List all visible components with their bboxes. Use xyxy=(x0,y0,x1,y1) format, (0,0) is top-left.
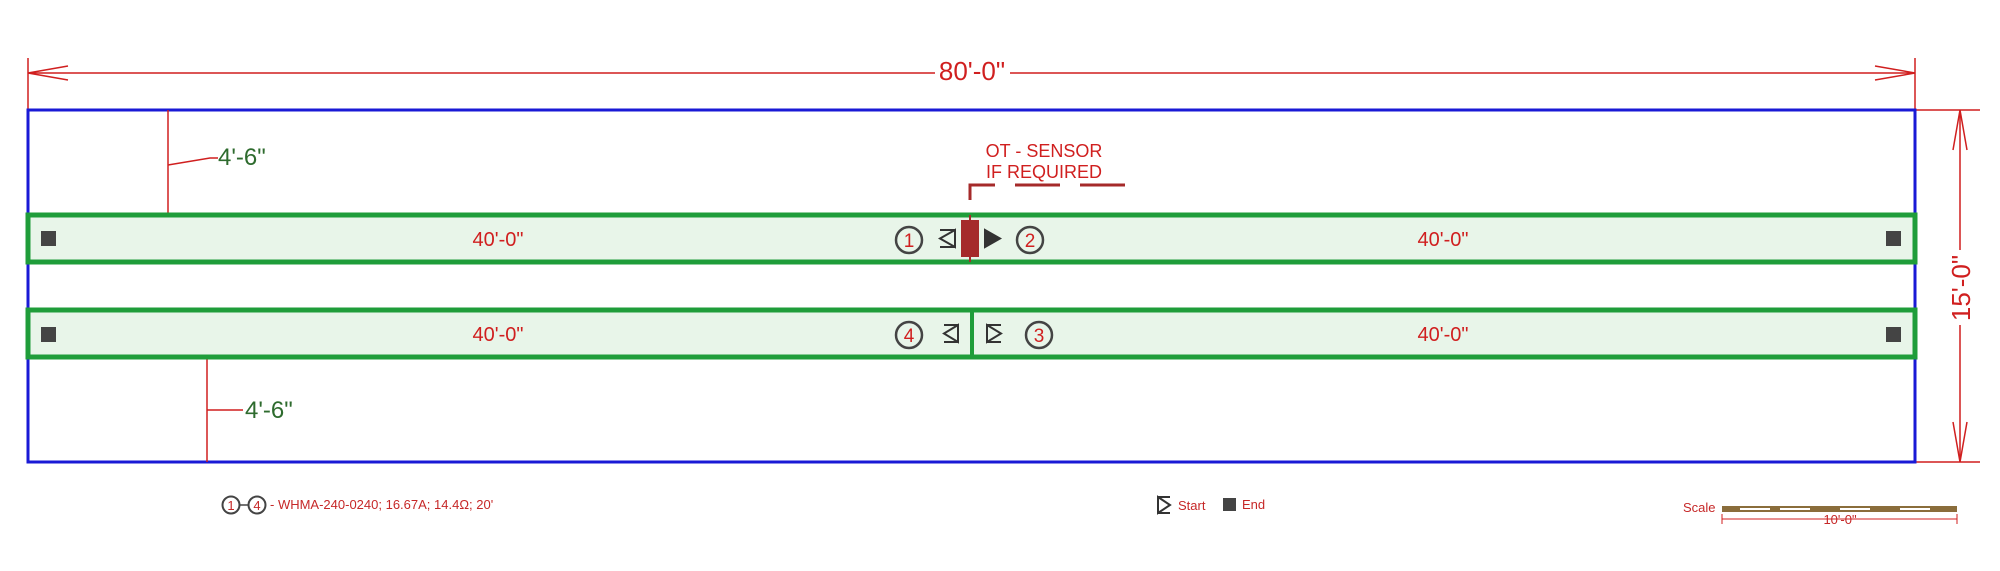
overall-width-dimension xyxy=(1915,109,1980,463)
mat-3-badge: 3 xyxy=(1024,320,1054,350)
scale-bar xyxy=(1721,506,1958,524)
arrow-right-icon xyxy=(1874,65,1916,81)
area-boundary xyxy=(26,108,1917,464)
overall-width-label: 15'-0" xyxy=(1946,255,1976,321)
scale-label: Scale xyxy=(1683,500,1716,515)
arrow-up-icon xyxy=(1952,109,1968,151)
arrow-left-icon xyxy=(27,65,69,81)
end-marker-icon xyxy=(41,327,56,342)
scale-value: 10'-0" xyxy=(1823,512,1857,527)
svg-text:1: 1 xyxy=(227,498,234,513)
end-marker-icon xyxy=(41,231,56,246)
legend-start-label: Start xyxy=(1178,498,1206,513)
svg-text:1: 1 xyxy=(904,231,915,252)
svg-text:4: 4 xyxy=(253,498,260,513)
mat-3-length: 40'-0" xyxy=(1418,324,1469,346)
svg-text:3: 3 xyxy=(1034,326,1045,347)
legend-end-label: End xyxy=(1242,497,1265,512)
end-marker-icon xyxy=(1886,327,1901,342)
start-marker-icon xyxy=(986,323,1003,344)
mat-4-badge: 4 xyxy=(894,320,924,350)
legend-end-icon xyxy=(1223,498,1236,511)
mat-1-badge: 1 xyxy=(894,225,924,255)
start-marker-icon xyxy=(942,323,959,344)
bottom-offset-leader xyxy=(206,357,243,462)
sensor-label-line2: IF REQUIRED xyxy=(986,162,1102,182)
overall-length-dimension xyxy=(27,58,1916,110)
top-offset-label: 4'-6" xyxy=(218,144,266,171)
mat-2-length: 40'-0" xyxy=(1418,229,1469,251)
legend-mat-description: - WHMA-240-0240; 16.67A; 14.4Ω; 20' xyxy=(270,497,493,512)
top-offset-leader xyxy=(167,110,218,215)
end-marker-icon xyxy=(1886,231,1901,246)
svg-text:4: 4 xyxy=(904,326,915,347)
legend-mat-range: 1 4 xyxy=(221,495,267,515)
mat-2-badge: 2 xyxy=(1015,225,1045,255)
legend-start-icon xyxy=(1157,495,1172,515)
overall-length-label: 80'-0" xyxy=(939,56,1005,86)
mat-1-length: 40'-0" xyxy=(473,229,524,251)
arrow-down-icon xyxy=(1952,421,1968,463)
sensor-label-line1: OT - SENSOR xyxy=(986,141,1103,161)
start-marker-icon xyxy=(937,228,956,249)
svg-text:2: 2 xyxy=(1025,231,1036,252)
sensor-leader xyxy=(968,183,1125,200)
bottom-offset-label: 4'-6" xyxy=(245,397,293,424)
start-marker-icon xyxy=(984,228,1003,249)
mat-4-length: 40'-0" xyxy=(473,324,524,346)
